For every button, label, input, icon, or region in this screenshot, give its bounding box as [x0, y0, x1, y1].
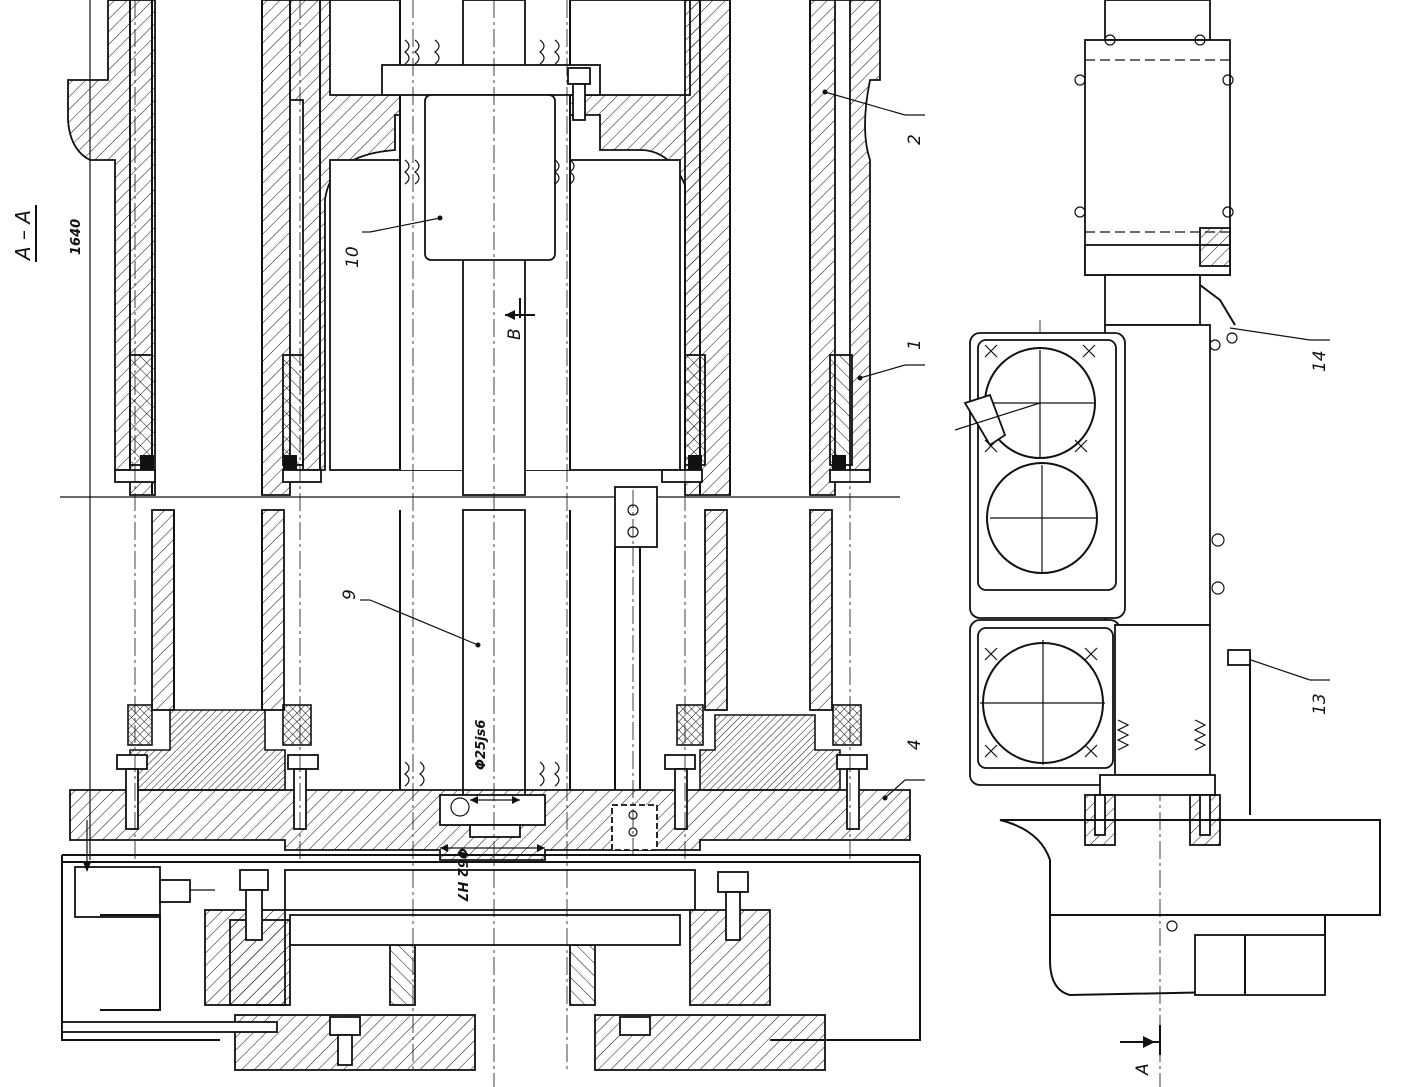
- callout-13: 13: [1310, 693, 1330, 715]
- dimension-1640: 1640: [69, 219, 84, 255]
- bore-fit-dimension: Φ62 H7: [454, 848, 469, 903]
- main-section-view: [60, 0, 921, 1087]
- callout-leaders: [360, 89, 1330, 801]
- callout-2: 2: [905, 134, 925, 145]
- shaft-fit-dimension: Φ25js6: [474, 720, 489, 770]
- b-view-arrow: [505, 298, 535, 320]
- b-view-label: B: [505, 328, 525, 340]
- callout-9: 9: [340, 589, 360, 600]
- labels: A – A 1640 2 1 4 10 9 14 13 Φ25js6 Φ62 H…: [11, 134, 1330, 1076]
- side-view: [954, 0, 1381, 1087]
- callout-14: 14: [1310, 350, 1330, 372]
- callout-10: 10: [343, 246, 363, 268]
- a-view-label: A: [1133, 1063, 1153, 1076]
- section-title: A – A: [11, 210, 35, 262]
- callout-4: 4: [905, 739, 925, 750]
- callout-1: 1: [905, 339, 925, 350]
